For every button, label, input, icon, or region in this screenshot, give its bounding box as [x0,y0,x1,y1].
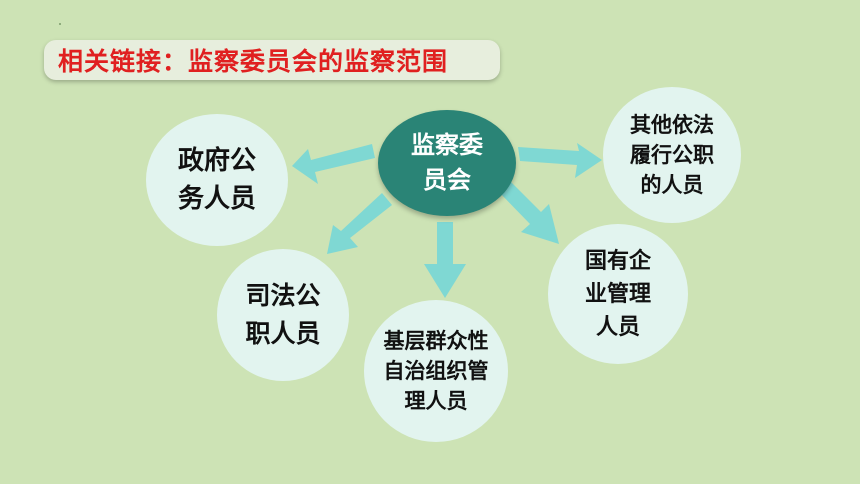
arrow-to-grassroots [424,222,466,298]
node-civil-servants-label: 政府公 务人员 [177,146,256,214]
page-title: 相关链接：监察委员会的监察范围 [58,47,449,76]
arrow-to-judicial [327,193,392,254]
node-grassroots: 基层群众性 自治组织管 理人员 [364,300,508,442]
arrow-to-civil-servants [292,144,375,184]
node-judicial: 司法公 职人员 [217,249,349,381]
node-judicial-label: 司法公 职人员 [245,281,321,348]
arrow-to-others [518,143,602,178]
node-grassroots-label: 基层群众性 自治组织管 理人员 [383,329,489,413]
center-node-label: 监察委 员会 [411,131,483,194]
node-state-enterprise: 国有企 业管理 人员 [548,224,688,364]
node-others: 其他依法 履行公职 的人员 [603,87,741,223]
decorative-dot [59,23,61,25]
arrow-to-state-enterprise [498,181,559,244]
node-state-enterprise-label: 国有企 业管理 人员 [584,248,651,340]
title-banner: 相关链接：监察委员会的监察范围 [44,40,500,80]
node-civil-servants: 政府公 务人员 [146,114,288,246]
node-others-label: 其他依法 履行公职 的人员 [630,113,714,197]
center-node: 监察委 员会 [378,110,516,216]
